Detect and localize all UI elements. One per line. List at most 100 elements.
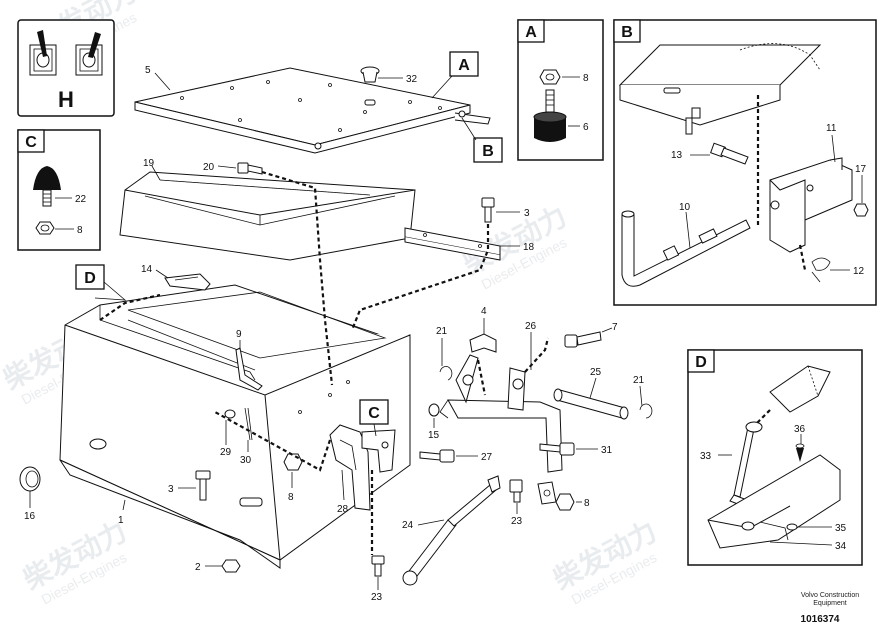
bolt-icon (371, 555, 385, 577)
nut-icon (35, 221, 55, 235)
assembly-lines (99, 170, 550, 555)
seat-base-detail (618, 43, 822, 135)
tag-b: B (461, 117, 503, 163)
callout-33: 33 (700, 451, 712, 462)
inset-h: H (17, 19, 115, 117)
inset-a-label: A (525, 24, 537, 41)
nut-icon (539, 69, 561, 85)
callout-27: 27 (481, 452, 493, 463)
callout-12: 12 (853, 266, 865, 277)
rubber-stop-icon (33, 166, 61, 207)
nut-icon (221, 559, 241, 573)
nut-icon (283, 453, 303, 471)
callout-36: 36 (794, 424, 806, 435)
callout-22: 22 (75, 194, 87, 205)
callout-15: 15 (428, 430, 440, 441)
footer: Volvo Construction Equipment 1016374 (801, 592, 860, 625)
clip-icon (811, 257, 831, 283)
tag-d-label: D (84, 270, 96, 287)
inset-d: D 33 36 35 34 (687, 349, 863, 566)
rubber-plug-icon (19, 466, 41, 492)
callout-21-left: 21 (436, 326, 448, 337)
callout-20: 20 (203, 162, 215, 173)
callout-5: 5 (145, 65, 151, 76)
callout-11: 11 (826, 123, 837, 134)
spring-pin-icon (795, 443, 805, 462)
callout-17: 17 (855, 164, 867, 175)
callout-1: 1 (118, 515, 124, 526)
callout-21-right: 21 (633, 375, 645, 386)
tag-d: D (75, 264, 127, 301)
callout-8-inset-a: 8 (583, 73, 589, 84)
circlip-icon (439, 366, 453, 381)
callout-8-left: 8 (288, 492, 294, 503)
seat-plate (134, 67, 491, 154)
callout-10: 10 (679, 202, 691, 213)
doc-number: 1016374 (801, 614, 840, 625)
washer-icon (224, 409, 236, 419)
latch-bracket (361, 429, 396, 473)
callout-30: 30 (240, 455, 252, 466)
bolt-icon (419, 449, 455, 463)
callout-35: 35 (835, 523, 847, 534)
inset-d-tag (687, 349, 715, 373)
support-bracket-detail (769, 157, 853, 253)
callout-7: 7 (612, 322, 618, 333)
footer-subtitle: Equipment (813, 600, 847, 607)
inset-b-tag (613, 19, 641, 43)
bracket-icon (469, 333, 497, 353)
inset-b-label: B (621, 24, 633, 41)
watermark-3: 柴发动力 Diesel-Engines (18, 514, 132, 607)
callout-18: 18 (523, 242, 535, 253)
inset-b: B (613, 19, 877, 306)
callout-4: 4 (481, 306, 487, 317)
nut-icon (853, 203, 869, 217)
hinge-assembly (439, 354, 563, 473)
callout-28: 28 (337, 504, 349, 515)
inset-h-label: H (58, 87, 74, 112)
tag-b-label: B (482, 143, 494, 160)
tag-c-label: C (368, 405, 380, 422)
rail-bracket (404, 227, 501, 261)
hinge-pin (553, 388, 629, 420)
callout-31: 31 (601, 445, 613, 456)
callout-26: 26 (525, 321, 537, 332)
inset-a: A 8 6 (517, 19, 604, 161)
handle-top-detail (769, 365, 831, 413)
tag-c: C (359, 399, 389, 437)
nut-icon (555, 493, 575, 511)
callout-16: 16 (24, 511, 36, 522)
joystick-right-icon (75, 32, 103, 76)
callout-2: 2 (195, 562, 201, 573)
bolt-icon (481, 197, 495, 223)
bolt-icon (195, 470, 211, 501)
callout-6: 6 (583, 122, 589, 133)
inset-d-label: D (695, 354, 707, 371)
gas-spring (402, 475, 501, 586)
inset-c-label: C (25, 134, 37, 151)
inset-c: C 22 8 (17, 129, 101, 251)
joystick-left-icon (29, 30, 57, 76)
callout-24: 24 (402, 520, 414, 531)
bolt-icon (237, 162, 263, 175)
washer-icon (428, 403, 440, 417)
lock-rod-detail (621, 210, 751, 287)
lever-base-detail (707, 454, 841, 549)
cotter-pin-icon (244, 407, 253, 441)
callout-8-inset-c: 8 (77, 225, 83, 236)
small-bracket (537, 481, 557, 505)
callout-25: 25 (590, 367, 602, 378)
bolt-icon (564, 331, 602, 348)
callout-9: 9 (236, 329, 242, 340)
hinge-bracket (329, 424, 371, 511)
callout-23-mid: 23 (511, 516, 523, 527)
callout-3-bottom: 3 (168, 484, 174, 495)
tag-a-label: A (458, 57, 470, 74)
callout-23-bottom: 23 (371, 592, 383, 603)
inset-a-tag (517, 19, 545, 43)
callout-29: 29 (220, 447, 232, 458)
inset-c-tag (17, 129, 45, 153)
callout-19: 19 (143, 158, 155, 169)
bolt-icon (710, 142, 749, 165)
